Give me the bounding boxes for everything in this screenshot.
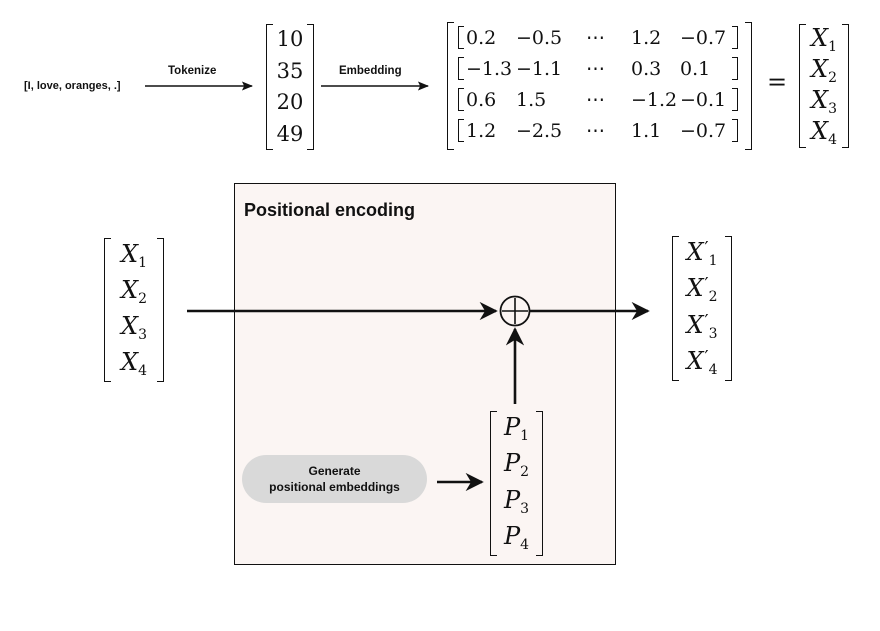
right-bracket [536, 411, 543, 556]
embedding-row: 1.2 −2.5 ⋯ 1.1 −0.7 [458, 118, 738, 143]
row-left-bracket [458, 26, 464, 49]
embedding-row: 0.2 −0.5 ⋯ 1.2 −0.7 [458, 25, 738, 50]
embedding-value: 0.3 [631, 58, 662, 80]
embedding-value: 1.2 [466, 120, 497, 142]
embedding-value: 1.2 [631, 27, 662, 49]
addition-node [499, 295, 531, 327]
x-entry: X4 [810, 116, 837, 148]
x-prime-entry: X′4 [686, 346, 718, 378]
generate-label-line2: positional embeddings [269, 480, 400, 494]
x-prime-entry: X′2 [686, 274, 718, 306]
embedding-value: −2.5 [516, 120, 563, 142]
embedding-value: −1.1 [516, 58, 563, 80]
right-bracket [725, 236, 732, 381]
x-entry: X1 [810, 23, 837, 55]
x-vector-top: X1 X2 X3 X4 [799, 24, 849, 148]
row-right-bracket [732, 26, 738, 49]
row-left-bracket [458, 119, 464, 142]
embedding-label: Embedding [339, 65, 402, 77]
embedding-value: 0.6 [466, 89, 497, 111]
token-id: 20 [276, 90, 304, 115]
token-ids-vector: 10 35 20 49 [266, 24, 314, 150]
embedding-value: ⋯ [586, 89, 605, 111]
x-entry: X3 [120, 312, 147, 343]
embedding-value: −0.1 [680, 89, 727, 111]
right-bracket [842, 24, 849, 148]
right-bracket [745, 22, 752, 150]
right-bracket [307, 24, 314, 150]
row-right-bracket [732, 119, 738, 142]
x-entry: X2 [810, 54, 837, 86]
embedding-value: −0.5 [516, 27, 563, 49]
left-bracket [447, 22, 454, 150]
embedding-value: ⋯ [586, 58, 605, 80]
embedding-value: 1.5 [516, 89, 547, 111]
generate-label-line1: Generate [308, 463, 361, 478]
right-bracket [157, 238, 164, 382]
embedding-value: −1.2 [631, 89, 678, 111]
token-input-text: [I, love, oranges, .] [24, 80, 121, 92]
row-left-bracket [458, 88, 464, 111]
tokenize-label: Tokenize [168, 65, 217, 77]
x-entry: X3 [810, 85, 837, 117]
embedding-value: −0.7 [680, 120, 727, 142]
p-entry: P4 [503, 521, 530, 553]
left-bracket [104, 238, 111, 382]
embedding-value: 0.2 [466, 27, 497, 49]
x-prime-vector-output: X′1 X′2 X′3 X′4 [672, 236, 732, 381]
p-entry: P3 [503, 485, 530, 517]
left-bracket [490, 411, 497, 556]
embedding-row: −1.3−1.1 ⋯ 0.3 0.1 [458, 56, 738, 81]
embedding-value: ⋯ [586, 120, 605, 142]
token-id: 49 [276, 121, 304, 146]
row-left-bracket [458, 57, 464, 80]
x-prime-entry: X′1 [686, 238, 718, 270]
token-id: 10 [276, 27, 304, 52]
generate-positional-embeddings-node: Generate positional embeddings [242, 455, 427, 503]
row-right-bracket [732, 88, 738, 111]
embedding-value: 1.1 [631, 120, 662, 142]
left-bracket [799, 24, 806, 148]
positional-encoding-title: Positional encoding [244, 200, 416, 220]
p-entry: P2 [503, 449, 530, 481]
token-id: 35 [276, 58, 304, 83]
row-right-bracket [732, 57, 738, 80]
equals-sign: = [767, 68, 788, 96]
x-prime-entry: X′3 [686, 310, 718, 342]
embedding-value: 0.1 [680, 58, 711, 80]
x-entry: X4 [120, 348, 147, 379]
embedding-row: 0.6 1.5 ⋯ −1.2−0.1 [458, 87, 738, 112]
plus-circle [499, 295, 531, 327]
embedding-value: −0.7 [680, 27, 727, 49]
embedding-value: −1.3 [466, 58, 513, 80]
p-entry: P1 [503, 413, 530, 445]
embedding-matrix [447, 22, 752, 150]
p-vector: P1 P2 P3 P4 [490, 411, 543, 556]
left-bracket [672, 236, 679, 381]
left-bracket [266, 24, 273, 150]
x-vector-input: X1 X2 X3 X4 [104, 238, 164, 382]
x-entry: X2 [120, 276, 147, 307]
embedding-value: ⋯ [586, 27, 605, 49]
x-entry: X1 [120, 240, 147, 271]
